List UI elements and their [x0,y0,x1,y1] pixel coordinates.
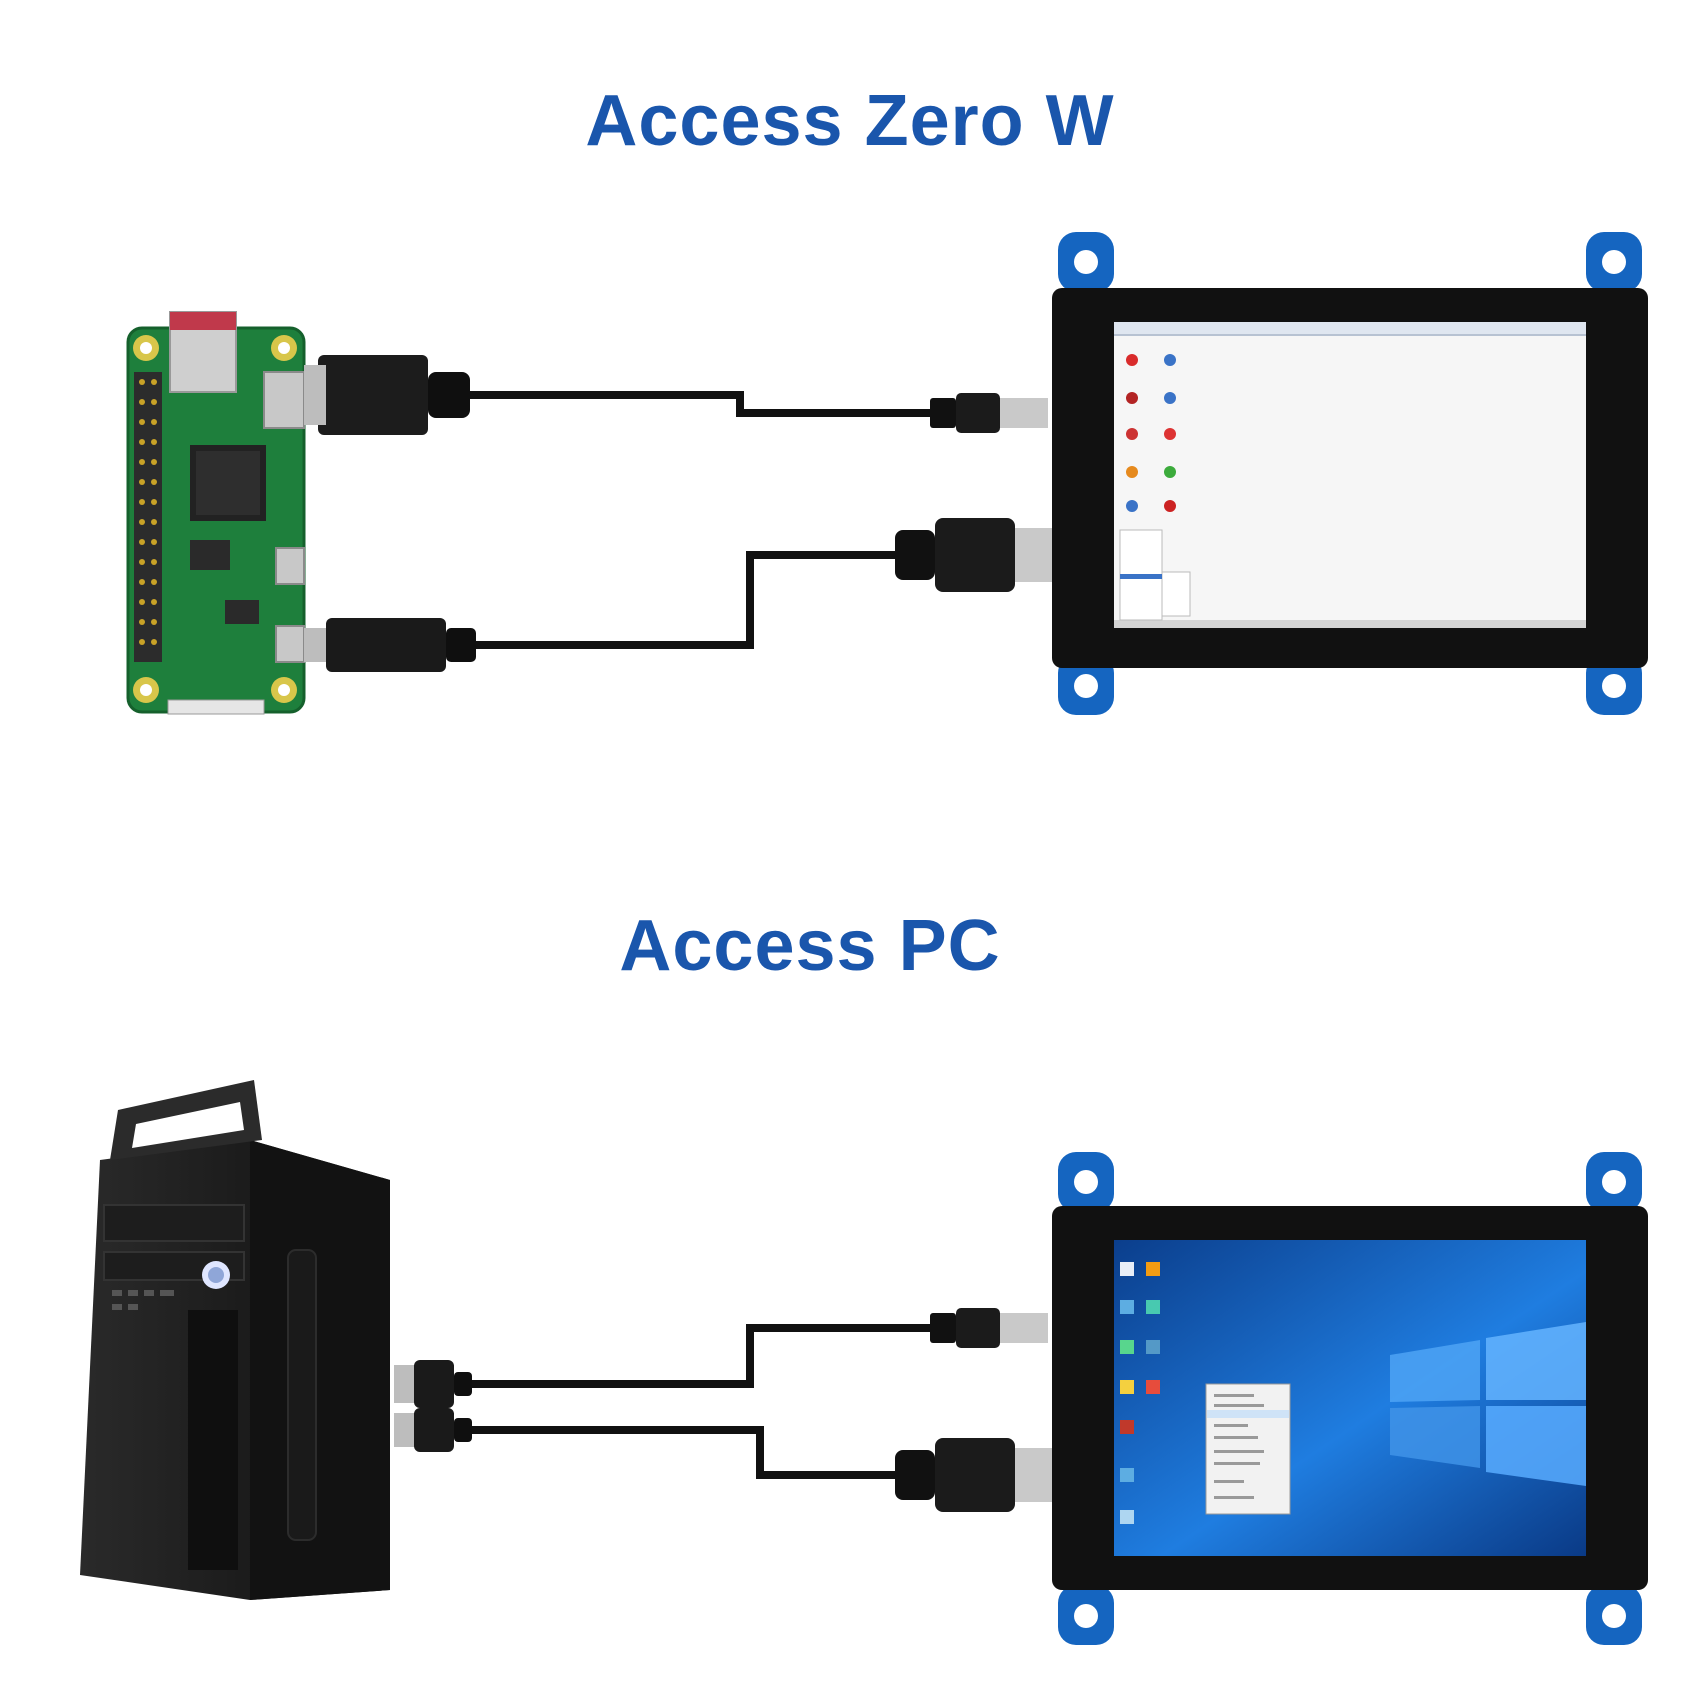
hdmi-cable-bottom [394,1408,1053,1512]
desktop-pc-tower-icon [80,1080,390,1600]
usb-cable-bottom [394,1308,1048,1408]
section-title-pc: Access PC [619,906,1001,986]
windows-desktop-screen [1114,1240,1586,1556]
hdmi-cable-top [304,355,1048,435]
raspberry-pi-zero-board-icon [126,311,306,715]
hdmi-display-bottom [1052,1152,1648,1645]
usb-cable-top [304,518,1053,672]
desktop-icon-column [1126,354,1176,512]
raspbian-desktop-screen [1114,322,1586,628]
hdmi-display-top [1052,232,1648,715]
section-title-zero-w: Access Zero W [585,81,1115,161]
